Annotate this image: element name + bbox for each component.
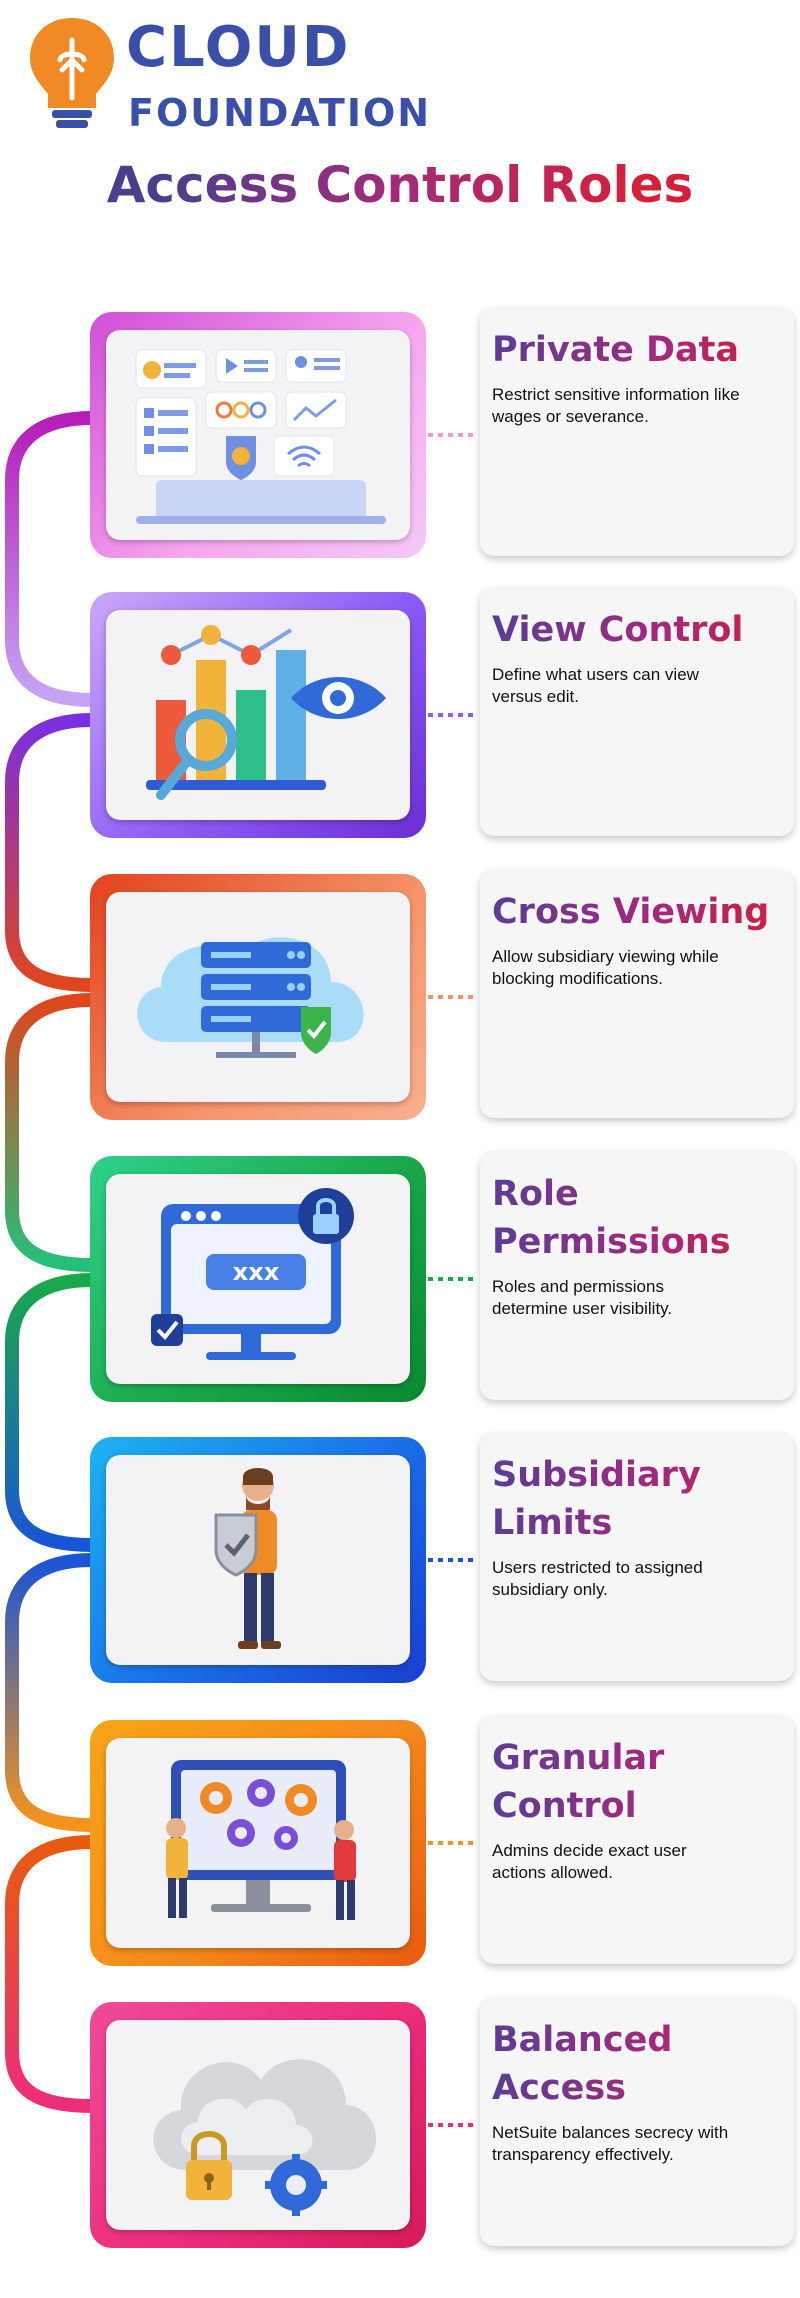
step-1: Private Data Restrict sensitive informat… [0,308,800,562]
dotted-connector [428,2123,478,2127]
cloud-server-shield-icon [137,937,364,1058]
brand-name-line1: CLOUD [126,15,351,80]
info-card: Subsidiary Limits Users restricted to as… [480,1433,794,1681]
info-card: Granular Control Admins decide exact use… [480,1716,794,1964]
info-card: Role Permissions Roles and permissions d… [480,1152,794,1400]
card-description: Admins decide exact user actions allowed… [492,1841,687,1882]
dotted-connector [428,1277,478,1281]
dotted-connector [428,713,478,717]
step-7: Balanced Access NetSuite balances secrec… [0,1998,800,2252]
dotted-connector [428,995,478,999]
dashboard-laptop-icon [135,349,386,524]
step-illustration [106,1738,410,1948]
card-description: Allow subsidiary viewing while blocking … [492,947,719,988]
password-monitor-lock-icon: xxx [151,1188,354,1360]
step-illustration [106,892,410,1102]
card-title: Granular Control [492,1734,787,1830]
card-title: Balanced Access [492,2016,787,2112]
step-illustration [106,330,410,540]
card-title: Subsidiary Limits [492,1451,787,1547]
card-title: View Control [492,606,787,654]
info-card: Cross Viewing Allow subsidiary viewing w… [480,870,794,1118]
connector-5 [5,1553,93,1832]
dotted-connector [428,1841,478,1845]
svg-text:xxx: xxx [233,1258,280,1286]
analytics-eye-icon [146,625,386,800]
page-title: Access Control Roles [0,158,800,213]
brand-logo: CLOUD FOUNDATION [22,12,542,132]
info-card: Private Data Restrict sensitive informat… [480,308,794,556]
card-description: Restrict sensitive information like wage… [492,385,740,426]
step-5: Subsidiary Limits Users restricted to as… [0,1433,800,1687]
step-2: View Control Define what users can view … [0,588,800,842]
cloud-lock-gear-icon [153,2059,376,2216]
person-shield-icon [214,1468,281,1649]
step-illustration [106,610,410,820]
card-description: Users restricted to assigned subsidiary … [492,1558,703,1599]
step-3: Cross Viewing Allow subsidiary viewing w… [0,870,800,1124]
card-title: Private Data [492,326,787,374]
connector-4 [5,1273,93,1552]
step-illustration: xxx [106,1174,410,1384]
dotted-connector [428,1558,478,1562]
card-description: Roles and permissions determine user vis… [492,1277,673,1318]
brand-name-line2: FOUNDATION [128,91,432,135]
card-title: Cross Viewing [492,888,787,936]
card-title: Role Permissions [492,1170,787,1266]
card-description: NetSuite balances secrecy with transpare… [492,2123,729,2164]
lightbulb-icon [30,18,114,128]
info-card: Balanced Access NetSuite balances secrec… [480,1998,794,2246]
step-4: xxx Role Permissions Roles and permissio… [0,1152,800,1406]
step-illustration [106,1455,410,1665]
step-6: Granular Control Admins decide exact use… [0,1716,800,1970]
connector-6 [5,1835,93,2113]
connector-2 [5,713,93,992]
card-description: Define what users can view versus edit. [492,665,699,706]
connector-3 [5,993,93,1272]
team-gears-monitor-icon [166,1760,356,1920]
info-card: View Control Define what users can view … [480,588,794,836]
connector-1 [5,411,93,707]
step-illustration [106,2020,410,2230]
dotted-connector [428,433,478,437]
